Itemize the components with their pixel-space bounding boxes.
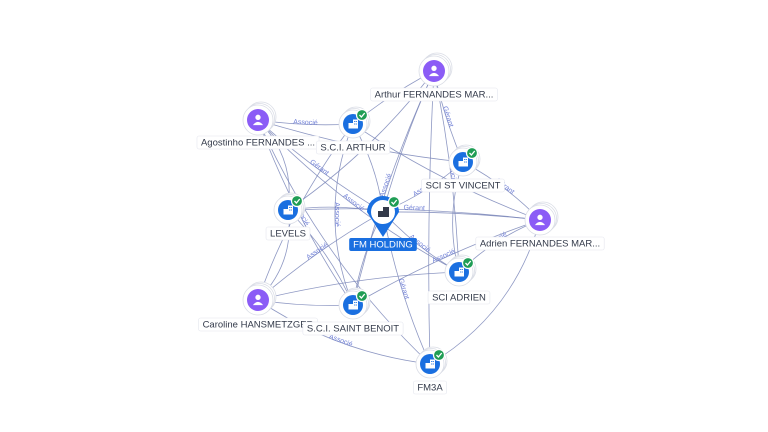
node-label: SCI ADRIEN [432, 293, 486, 304]
edge-label: Gérant [397, 278, 410, 301]
building-icon [425, 359, 435, 369]
node-agostinho[interactable]: Agostinho FERNANDES ... [196, 101, 320, 150]
edge-adrien-levels [287, 208, 541, 221]
node-caroline[interactable]: Caroline HANSMETZGER [198, 281, 318, 332]
edge-arthur_p-fm3a [428, 70, 435, 365]
node-label: LEVELS [270, 229, 306, 240]
edge-label: Associé [341, 193, 365, 213]
person-icon [252, 114, 264, 126]
node-label-box [421, 178, 505, 193]
person-icon [428, 65, 440, 77]
node-label-box [349, 238, 417, 251]
node-sci_benoit[interactable]: S.C.I. SAINT BENOIT [302, 287, 404, 336]
check-badge-icon [387, 195, 401, 209]
person-icon [534, 214, 546, 226]
edge-label: Gérant [403, 205, 425, 213]
node-sci_arthur[interactable]: S.C.I. ARTHUR [316, 106, 390, 155]
edge-label: Associé [379, 173, 394, 199]
nodes-layer: Arthur FERNANDES MAR... Agostinho FERNAND… [196, 52, 605, 395]
check-badge-icon [465, 146, 479, 160]
check-badge-icon [461, 256, 475, 270]
check-badge-icon [355, 108, 369, 122]
node-label: SCI ST VINCENT [426, 181, 501, 192]
building-icon [454, 267, 464, 277]
node-arthur_p[interactable]: Arthur FERNANDES MAR... [370, 52, 498, 102]
node-label-box [427, 290, 491, 305]
building-icon [348, 119, 358, 129]
edge-agostinho-main [257, 119, 384, 213]
node-label-box [413, 380, 447, 395]
node-label: Agostinho FERNANDES ... [201, 138, 315, 149]
person-icon [252, 294, 264, 306]
node-label: FM3A [417, 383, 443, 394]
node-label-box [370, 87, 498, 102]
edge-agostinho-fm3a [257, 119, 431, 365]
edge-label: Associé [333, 202, 340, 227]
node-label-box [475, 236, 605, 251]
node-label-box [265, 226, 311, 241]
edge-label: Associé [328, 333, 354, 348]
node-label: Caroline HANSMETZGER [203, 320, 314, 331]
edge-adrien-sci_benoit [352, 219, 541, 306]
node-main-fm-holding[interactable]: FM HOLDING [349, 195, 417, 251]
edge-label: Gérant [441, 106, 454, 129]
edge-caroline-fm3a [257, 299, 431, 365]
node-label: FM HOLDING [353, 240, 413, 251]
node-sci_stv[interactable]: SCI ST VINCENT [421, 144, 505, 193]
building-icon [378, 207, 389, 217]
edge-adrien-main [382, 211, 541, 221]
edge-label: Associé [305, 242, 329, 262]
check-badge-icon [432, 348, 446, 362]
node-adrien[interactable]: Adrien FERNANDES MAR... [475, 201, 605, 251]
node-label-box [316, 140, 390, 155]
check-badge-icon [355, 289, 369, 303]
node-label: S.C.I. ARTHUR [320, 143, 385, 154]
node-fm3a[interactable]: FM3A [413, 346, 448, 395]
node-label: S.C.I. SAINT BENOIT [307, 324, 399, 335]
node-sci_adrien[interactable]: SCI ADRIEN [427, 254, 491, 305]
check-badge-icon [290, 194, 304, 208]
edge-label: Associé [293, 119, 318, 127]
node-label: Adrien FERNANDES MAR... [480, 239, 600, 250]
building-icon [283, 205, 293, 215]
node-levels[interactable]: LEVELS [265, 192, 311, 241]
building-icon [348, 300, 358, 310]
node-label-box [302, 321, 404, 336]
node-label: Arthur FERNANDES MAR... [375, 90, 494, 101]
building-icon [458, 157, 468, 167]
